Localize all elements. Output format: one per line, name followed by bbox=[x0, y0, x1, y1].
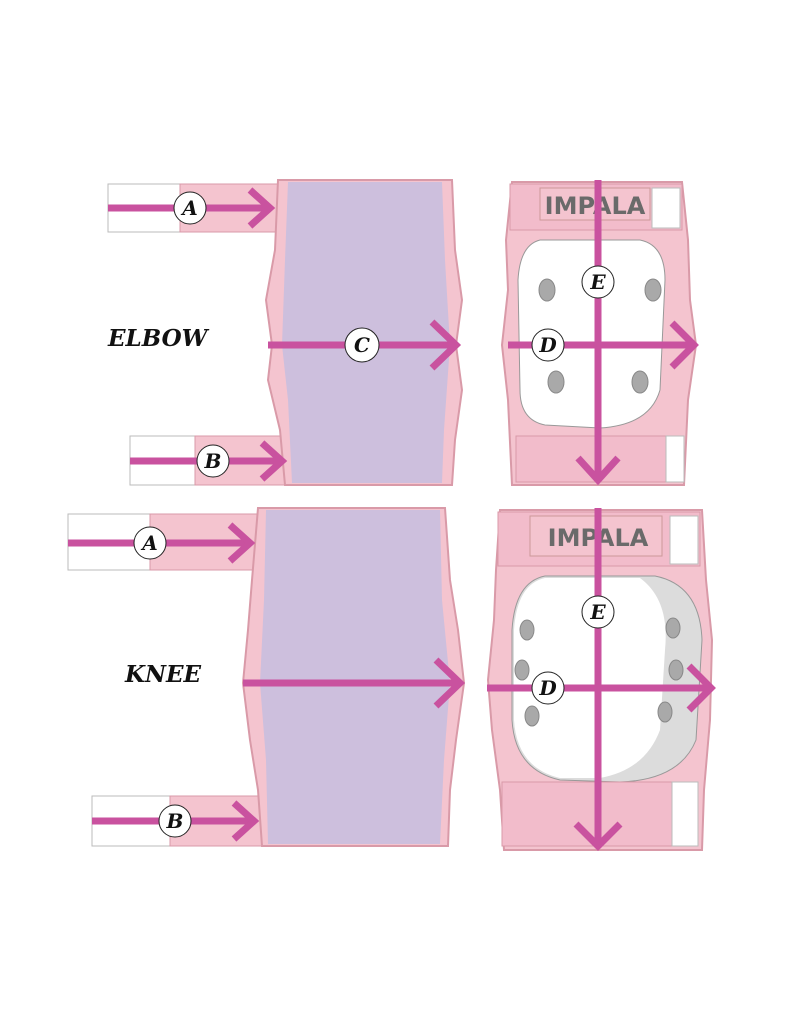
svg-text:C: C bbox=[354, 333, 370, 357]
svg-text:B: B bbox=[204, 449, 222, 473]
elbow-title: ELBOW bbox=[107, 325, 210, 352]
knee-pad-shell-highlight bbox=[514, 578, 666, 778]
elbow-label-a: A bbox=[173, 191, 207, 225]
knee-title: KNEE bbox=[124, 661, 202, 688]
svg-text:D: D bbox=[538, 333, 557, 357]
knee-label-d: D bbox=[531, 671, 565, 705]
elbow-label-e: E bbox=[581, 265, 615, 299]
knee-arrow-d bbox=[487, 663, 716, 713]
knee-label-a: A bbox=[133, 526, 167, 560]
elbow-label-d: D bbox=[531, 328, 565, 362]
knee-label-b: B bbox=[158, 804, 192, 838]
knee-sleeve-inner bbox=[260, 510, 450, 844]
elbow-sleeve-diagram: ELBOW A B C bbox=[107, 179, 464, 486]
knee-pad-bolts bbox=[514, 617, 684, 727]
elbow-pad-bolts bbox=[538, 278, 662, 394]
elbow-pad-diagram: IMPALA E D bbox=[500, 180, 699, 486]
svg-text:E: E bbox=[589, 600, 606, 624]
knee-arrow-e bbox=[573, 508, 623, 851]
svg-text:A: A bbox=[180, 196, 198, 220]
knee-arrow-c bbox=[243, 657, 466, 709]
elbow-arrow-e bbox=[575, 180, 621, 486]
elbow-label-c: C bbox=[344, 327, 380, 363]
svg-text:E: E bbox=[589, 270, 606, 294]
elbow-label-b: B bbox=[196, 444, 230, 478]
knee-sleeve-diagram: KNEE A B bbox=[67, 507, 466, 847]
knee-label-e: E bbox=[581, 595, 615, 629]
svg-text:D: D bbox=[538, 676, 557, 700]
svg-text:B: B bbox=[166, 809, 184, 833]
knee-pad-diagram: IMPALA E D bbox=[486, 508, 716, 851]
svg-text:A: A bbox=[140, 531, 158, 555]
